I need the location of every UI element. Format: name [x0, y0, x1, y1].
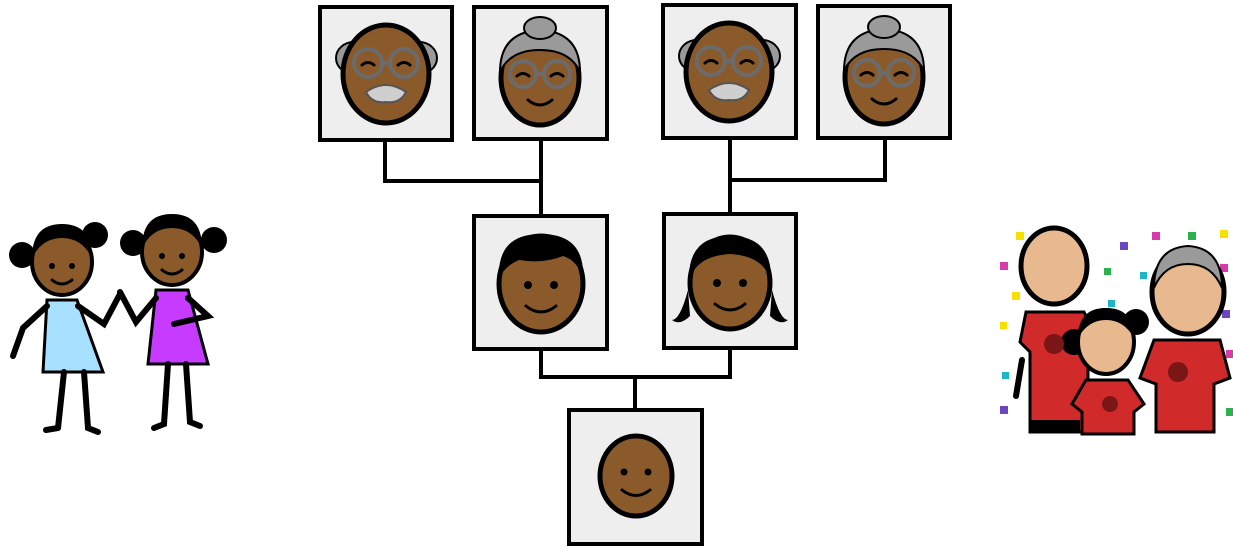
connector-parents: [539, 348, 732, 379]
two-girls-friends-icon: [9, 214, 227, 435]
grandmother-icon: [472, 5, 609, 141]
grandfather-icon: [318, 5, 454, 142]
father-icon: [472, 214, 609, 351]
connector-right-grandmother: [730, 138, 887, 182]
child-icon: [567, 408, 704, 546]
tree-connectors: [383, 138, 887, 410]
mother-icon: [662, 212, 798, 350]
grandfather-icon: [661, 3, 798, 140]
family-celebration-icon: [1000, 225, 1233, 436]
grandmother-icon: [816, 4, 952, 140]
connector-left-grandparents: [383, 140, 543, 218]
confetti: [1000, 230, 1233, 416]
